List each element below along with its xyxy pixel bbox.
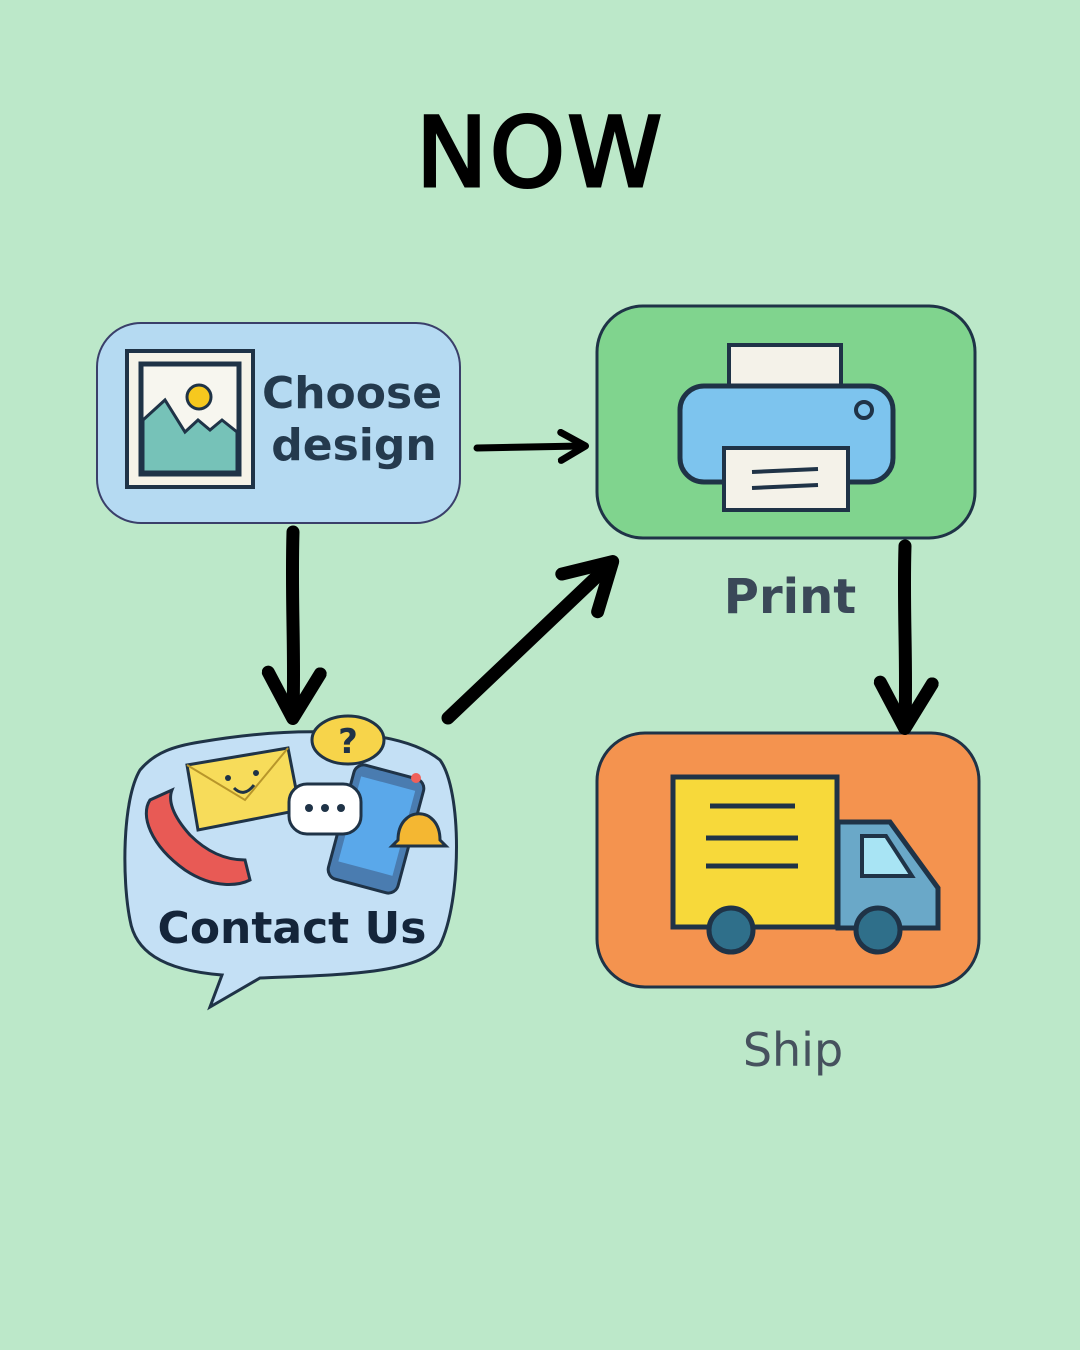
choose-design-label-line2: design — [271, 420, 436, 471]
arrow-contact-to-print — [441, 555, 620, 725]
page-title: NOW — [416, 97, 664, 209]
choose-design-label-line1: Choose — [262, 368, 442, 419]
question-bubble-icon: ? — [310, 714, 386, 766]
bell-icon — [388, 773, 450, 848]
question-mark: ? — [338, 722, 358, 762]
arrow-print-to-ship — [873, 539, 939, 735]
ship-label: Ship — [743, 1023, 843, 1077]
phone-handset-icon — [144, 787, 252, 886]
chat-dots-icon — [287, 782, 363, 836]
arrow-choose-to-contact — [261, 525, 327, 725]
arrows — [261, 428, 939, 735]
image-icon — [125, 349, 255, 489]
envelope-icon — [185, 746, 302, 832]
contact-us-label: Contact Us — [158, 903, 427, 954]
print-label: Print — [724, 569, 856, 625]
step-print — [595, 304, 977, 540]
arrow-choose-to-print — [473, 428, 589, 464]
truck-icon — [670, 774, 941, 955]
step-contact-us: ? Contact Us — [123, 714, 458, 1011]
printer-icon — [677, 343, 896, 512]
step-choose-design: Choose design — [96, 322, 461, 524]
step-ship — [595, 731, 981, 989]
